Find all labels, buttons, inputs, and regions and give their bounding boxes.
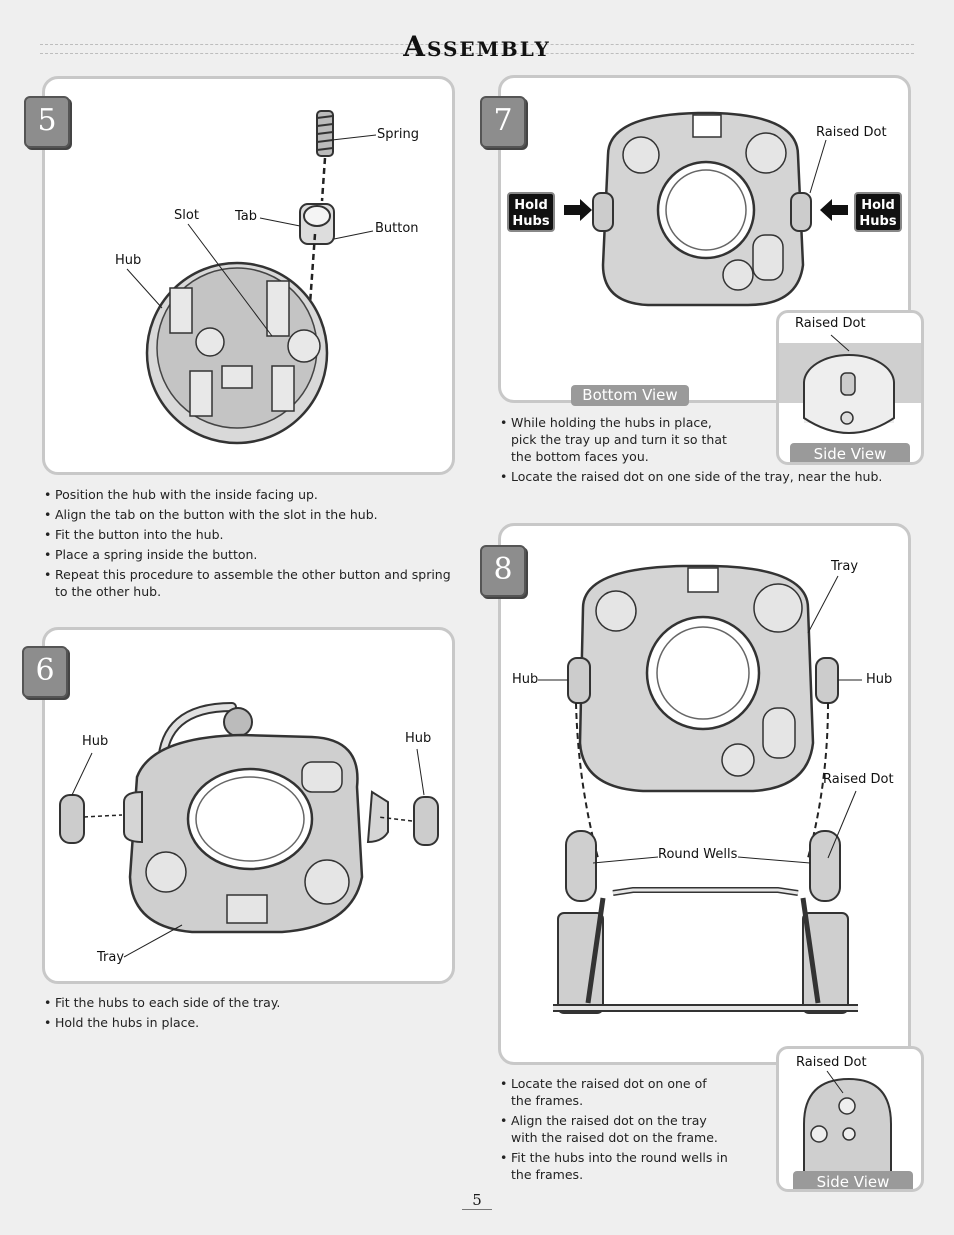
inset-raised-dot-label: Raised Dot [795, 316, 866, 331]
step-5-bullet: Align the tab on the button with the slo… [44, 506, 454, 523]
step-5-bullet: Repeat this procedure to assemble the ot… [44, 566, 454, 600]
step-7-side-view-inset: Raised Dot Side View [776, 310, 924, 465]
tab-label: Tab [235, 209, 258, 224]
step-7-instructions-a: While holding the hubs in place, pick th… [500, 414, 730, 468]
round-wells-label: Round Wells [658, 847, 738, 862]
side-view-frame-illustration [803, 1070, 892, 1189]
step-8-bullet: Locate the raised dot on one of the fram… [500, 1075, 730, 1109]
step-8-illustration [538, 564, 862, 1014]
hub-left-label: Hub [512, 672, 539, 687]
step-7-bullet: Locate the raised dot on one side of the… [500, 468, 920, 485]
hubs-text: Hubs [859, 214, 897, 229]
side-view-tab: Side View [793, 1171, 913, 1189]
side-view-tab: Side View [790, 443, 910, 462]
step-6-bullet: Hold the hubs in place. [44, 1014, 454, 1031]
page-title: Assembly [403, 30, 551, 63]
hold-text: Hold [861, 198, 895, 213]
raised-dot-label: Raised Dot [816, 125, 887, 140]
hold-hubs-right: Hold Hubs [854, 192, 902, 232]
step-7-instructions-b: Locate the raised dot on one side of the… [500, 468, 920, 488]
title-rule-top [40, 44, 914, 45]
step-6-bullet: Fit the hubs to each side of the tray. [44, 994, 454, 1011]
button-label: Button [375, 221, 419, 236]
tray-label: Tray [97, 950, 125, 965]
slot-label: Slot [174, 208, 199, 223]
hold-hubs-left: Hold Hubs [507, 192, 555, 232]
bottom-view-tab: Bottom View [571, 385, 689, 406]
tray-label: Tray [831, 559, 859, 574]
hub-right-label: Hub [405, 731, 432, 746]
step-8-instructions: Locate the raised dot on one of the fram… [500, 1075, 730, 1186]
step-5-bullet: Position the hub with the inside facing … [44, 486, 454, 503]
step-5-illustration [126, 110, 377, 445]
hub-left-label: Hub [82, 734, 109, 749]
step-5-bullet: Fit the button into the hub. [44, 526, 454, 543]
hub-label: Hub [115, 253, 142, 268]
page-number: 5 [462, 1191, 492, 1210]
step-6-badge: 6 [22, 646, 68, 698]
inset-raised-dot-label: Raised Dot [796, 1055, 867, 1070]
step-6-illustration [59, 702, 439, 958]
raised-dot-label: Raised Dot [823, 772, 894, 787]
step-7-bullet: While holding the hubs in place, pick th… [500, 414, 730, 465]
spring-label: Spring [377, 127, 419, 142]
side-view-hub-illustration [779, 334, 921, 434]
step-5-badge: 5 [24, 96, 70, 148]
step-8-side-view-inset: Raised Dot Side View [776, 1046, 924, 1192]
hold-text: Hold [514, 198, 548, 213]
step-7-illustration [564, 111, 848, 307]
step-5-bullet: Place a spring inside the button. [44, 546, 454, 563]
title-rule-bottom [40, 53, 914, 54]
step-8-bullet: Align the raised dot on the tray with th… [500, 1112, 730, 1146]
step-8-bullet: Fit the hubs into the round wells in the… [500, 1149, 730, 1183]
hubs-text: Hubs [512, 214, 550, 229]
step-6-instructions: Fit the hubs to each side of the tray. H… [44, 994, 454, 1034]
step-8-badge: 8 [480, 545, 526, 597]
step-5-instructions: Position the hub with the inside facing … [44, 486, 454, 603]
hub-right-label: Hub [866, 672, 893, 687]
step-7-badge: 7 [480, 96, 526, 148]
